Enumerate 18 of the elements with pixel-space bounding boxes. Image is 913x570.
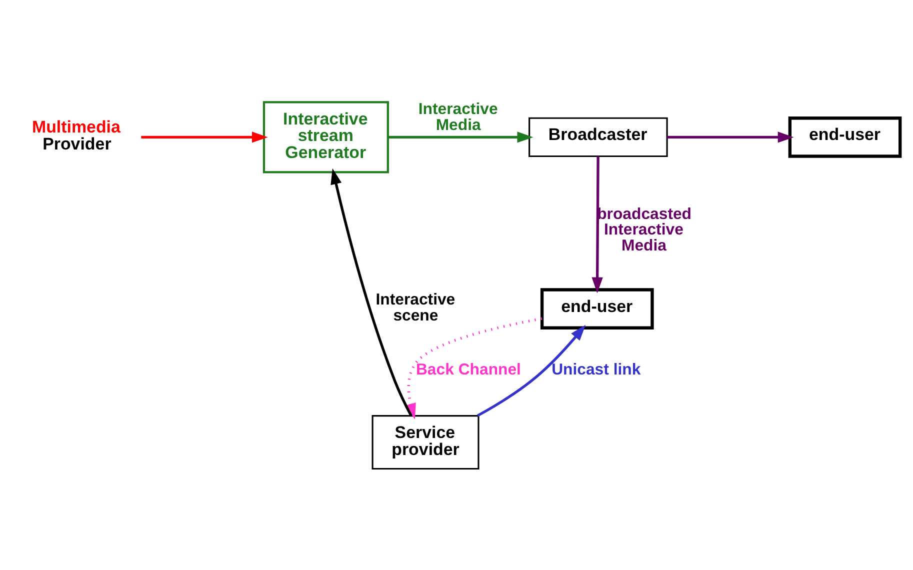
arrow (330, 168, 412, 416)
node-box: end-user (788, 116, 902, 158)
node-box: Service provider (372, 414, 480, 470)
edge-label: Unicast link (552, 360, 641, 378)
arrow (592, 156, 603, 293)
edge-label: Interactive Media (418, 100, 498, 134)
arrow (141, 131, 268, 142)
node-box: Interactive stream Generator (262, 100, 389, 173)
arrow (477, 324, 586, 416)
arrow (667, 131, 794, 142)
node-box: end-user (540, 288, 654, 329)
edge-label: broadcasted Interactive Media (597, 205, 692, 254)
arrow (405, 316, 542, 419)
node-text: Multimedia Provider (32, 117, 120, 154)
node-box: Broadcaster (528, 116, 668, 157)
edge-label: Back Channel (416, 360, 521, 378)
edge-label: Interactive scene (376, 291, 456, 324)
arrow (388, 131, 534, 142)
